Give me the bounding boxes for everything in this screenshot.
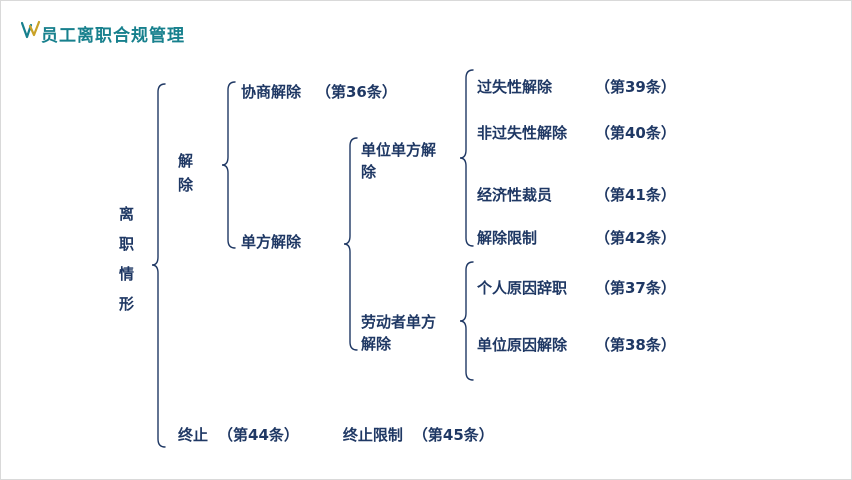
node-label: 个人原因辞职 (477, 279, 568, 297)
brace-root (151, 83, 166, 448)
brace-rescission (221, 81, 236, 249)
node-label: 协商解除 (241, 83, 302, 101)
node-employer-unilateral-rescission: 单位单方解除 (361, 141, 437, 181)
article-ref: （第41条） (595, 186, 676, 204)
node-root-departure-situations: 离职情形 (119, 205, 135, 313)
node-label: 解除限制 (477, 229, 538, 247)
node-negotiated-rescission: 协商解除 （第36条） (241, 82, 397, 102)
node-fault-based-rescission: 过失性解除 （第39条） (477, 77, 676, 97)
node-personal-reason-resignation: 个人原因辞职 （第37条） (477, 278, 676, 298)
brace-unilateral (343, 137, 358, 351)
node-employee-unilateral-rescission: 劳动者单方解除 (361, 313, 437, 353)
node-termination-by-rescission: 解除 (178, 152, 194, 194)
node-label: 过失性解除 (477, 78, 553, 96)
node-label: 单位原因解除 (477, 336, 568, 354)
article-ref: （第39条） (595, 78, 676, 96)
article-ref: （第44条） (218, 426, 299, 444)
node-label: 经济性裁员 (477, 186, 553, 204)
node-employer-reason-rescission: 单位原因解除 （第38条） (477, 335, 676, 355)
brace-employee-unilateral (459, 261, 474, 381)
node-no-fault-rescission: 非过失性解除 （第40条） (477, 123, 676, 143)
article-ref: （第36条） (316, 83, 397, 101)
node-economic-layoff: 经济性裁员 （第41条） (477, 185, 676, 205)
article-ref: （第37条） (595, 279, 676, 297)
article-ref: （第42条） (595, 229, 676, 247)
node-label: 非过失性解除 (477, 124, 568, 142)
node-unilateral-rescission: 单方解除 (241, 233, 302, 251)
node-label-termination-restrictions: 终止限制 (342, 426, 403, 444)
brace-employer-unilateral (459, 69, 474, 247)
page-title: 员工离职合规管理 (41, 26, 185, 46)
node-termination-row: 终止 （第44条） 终止限制 （第45条） (178, 425, 494, 445)
article-ref: （第38条） (595, 336, 676, 354)
node-label-termination: 终止 (178, 426, 209, 444)
article-ref: （第45条） (412, 426, 494, 444)
article-ref: （第40条） (595, 124, 676, 142)
node-rescission-restrictions: 解除限制 （第42条） (477, 228, 676, 248)
w-logo-icon (21, 20, 41, 39)
